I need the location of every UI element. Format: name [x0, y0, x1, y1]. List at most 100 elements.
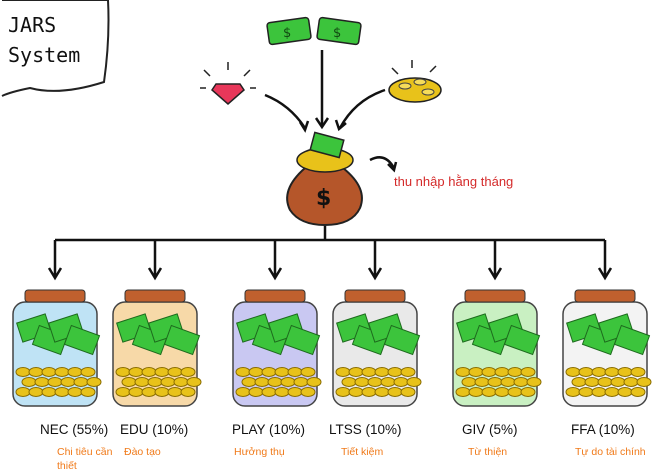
- coin-icon: [507, 387, 523, 397]
- jar-play: [232, 240, 322, 407]
- coin-icon: [21, 377, 37, 387]
- coin-icon: [494, 367, 510, 377]
- coin-icon: [617, 367, 633, 377]
- coin-icon: [34, 377, 50, 387]
- arrow-down-icon: [597, 240, 613, 281]
- banknote-icon: [503, 324, 541, 356]
- coin-icon: [167, 367, 183, 377]
- coin-icon: [400, 387, 416, 397]
- coin-icon: [610, 377, 626, 387]
- coin-icon: [60, 377, 76, 387]
- coin-icon: [361, 367, 377, 377]
- coin-icon: [287, 367, 303, 377]
- coin-icon: [578, 387, 594, 397]
- banknote-icon: [63, 324, 101, 356]
- coin-icon: [461, 377, 477, 387]
- coin-icon: [41, 387, 57, 397]
- coin-icon: [354, 377, 370, 387]
- coin-icon: [481, 367, 497, 377]
- coin-icon: [565, 367, 581, 377]
- coin-icon: [67, 367, 83, 377]
- jar-lid: [574, 289, 636, 303]
- coin-icon: [160, 377, 176, 387]
- coin-icon: [254, 377, 270, 387]
- coin-icon: [261, 367, 277, 377]
- coin-icon: [180, 367, 196, 377]
- coin-icon: [41, 367, 57, 377]
- coin-icon: [617, 387, 633, 397]
- coin-icon: [248, 367, 264, 377]
- coin-icon: [274, 387, 290, 397]
- coin-icon: [154, 367, 170, 377]
- coin-icon: [241, 377, 257, 387]
- coin-icon: [180, 387, 196, 397]
- banknote-icon: $: [316, 16, 362, 46]
- coin-icon: [274, 367, 290, 377]
- title-frame: [1, 0, 110, 97]
- svg-text:$: $: [333, 26, 341, 41]
- coin-icon: [584, 377, 600, 387]
- coin-icon: [387, 387, 403, 397]
- coin-icon: [15, 367, 31, 377]
- coin-icon: [306, 377, 322, 387]
- income-label: thu nhập hằng tháng: [394, 174, 514, 189]
- banknote-icon: $: [266, 16, 312, 46]
- jar-description: Hưởng thụ: [234, 446, 285, 458]
- jar-giv: [452, 240, 542, 407]
- coin-icon: [173, 377, 189, 387]
- jar-lid: [124, 289, 186, 303]
- coin-icon: [293, 377, 309, 387]
- coin-icon: [54, 387, 70, 397]
- coin-icon: [468, 367, 484, 377]
- coin-icon: [115, 367, 131, 377]
- coin-icon: [121, 377, 137, 387]
- coin-icon: [487, 377, 503, 387]
- coin-icon: [335, 387, 351, 397]
- banknote-icon: [283, 324, 321, 356]
- jar-ltss: [332, 240, 422, 407]
- coin-icon: [507, 367, 523, 377]
- jar-label-play: PLAY (10%) Hưởng thụ: [232, 422, 352, 459]
- jar-lid: [24, 289, 86, 303]
- coin-icon: [367, 377, 383, 387]
- coin-icon: [47, 377, 63, 387]
- coin-icon: [604, 367, 620, 377]
- banknote-icon: [163, 324, 201, 356]
- inflow-arrows: [264, 50, 398, 173]
- jar-label-edu: EDU (10%) Đào tạo: [120, 422, 240, 459]
- coin-icon: [393, 377, 409, 387]
- coin-icon: [80, 387, 96, 397]
- arrow-down-icon: [147, 240, 163, 281]
- money-bag-icon: $: [286, 131, 363, 227]
- coin-icon: [115, 387, 131, 397]
- coin-icon: [128, 367, 144, 377]
- coin-icon: [235, 367, 251, 377]
- jar-description: Tiết kiệm: [341, 446, 384, 458]
- jar-lid: [244, 289, 306, 303]
- coin-icon: [374, 387, 390, 397]
- coin-icon: [67, 387, 83, 397]
- coin-icon: [15, 387, 31, 397]
- coin-icon: [455, 387, 471, 397]
- coin-icon: [623, 377, 639, 387]
- coin-icon: [526, 377, 542, 387]
- coin-icon: [54, 367, 70, 377]
- coin-icon: [636, 377, 652, 387]
- coin-icon: [400, 367, 416, 377]
- coin-icon: [348, 367, 364, 377]
- coin-icon: [147, 377, 163, 387]
- coin-icon: [387, 367, 403, 377]
- coin-icon: [520, 387, 536, 397]
- jar-name: PLAY (10%): [232, 422, 306, 437]
- coin-icon: [361, 387, 377, 397]
- coin-icon: [287, 387, 303, 397]
- coin-icon: [248, 387, 264, 397]
- coin-icon: [630, 367, 646, 377]
- jar-edu: [112, 240, 202, 407]
- diagram-title: JARS System: [8, 10, 80, 70]
- coin-icon: [597, 377, 613, 387]
- coin-icon: [73, 377, 89, 387]
- jar-ffa: [562, 240, 652, 407]
